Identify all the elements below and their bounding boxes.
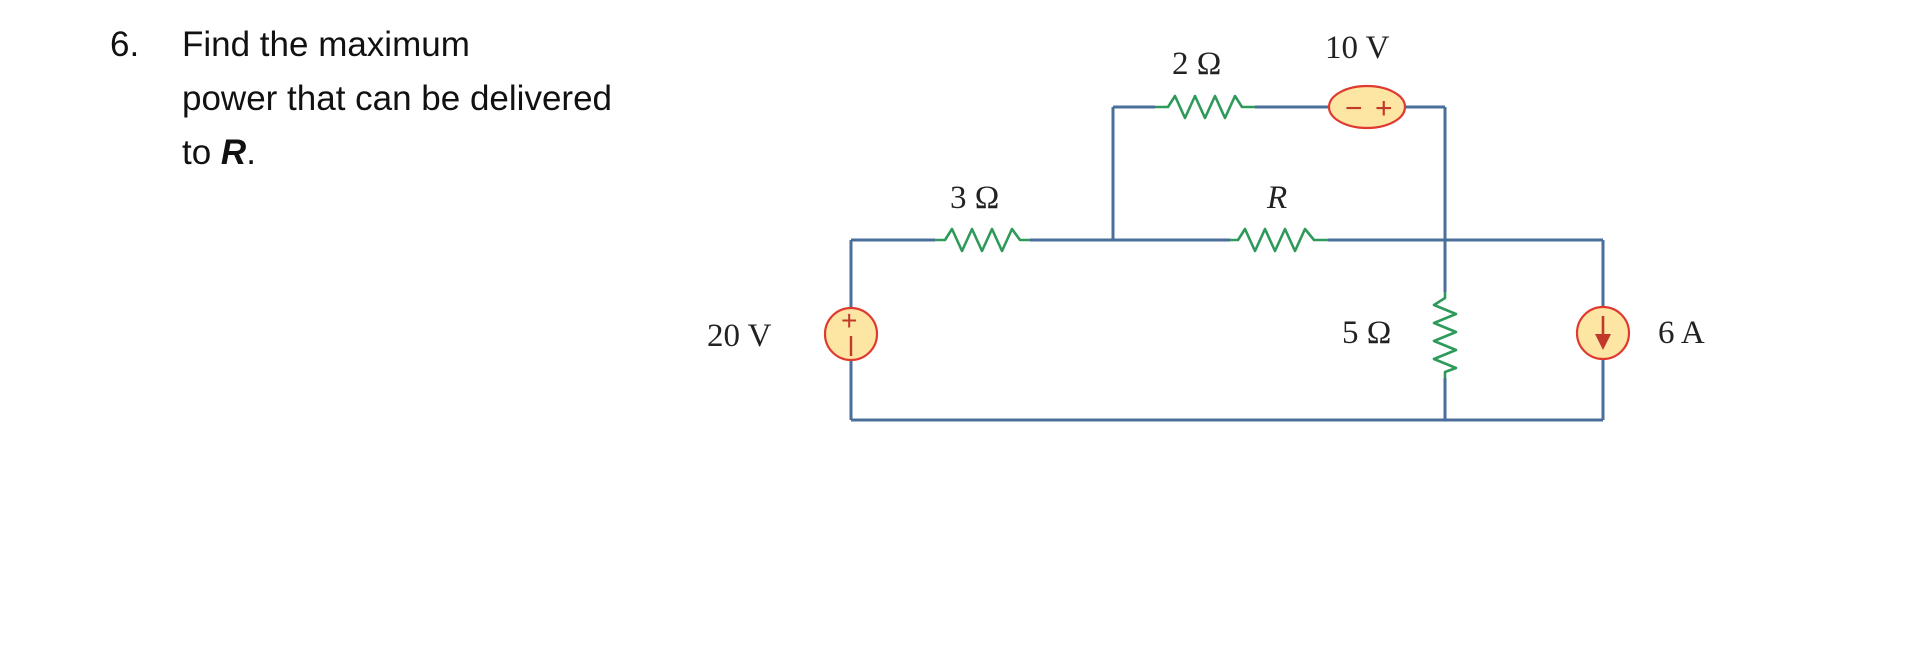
resistors bbox=[935, 94, 1458, 378]
source-10v-plus: + bbox=[1375, 92, 1393, 125]
label-10v: 10 V bbox=[1325, 30, 1390, 66]
label-20v: 20 V bbox=[707, 318, 772, 354]
source-10v-minus: − bbox=[1345, 92, 1363, 125]
circuit-wires bbox=[849, 105, 1605, 422]
source-20v-body bbox=[823, 306, 879, 362]
source-10v-body bbox=[1327, 84, 1407, 130]
label-5-ohm: 5 Ω bbox=[1342, 315, 1391, 351]
label-3-ohm: 3 Ω bbox=[950, 180, 999, 216]
label-2-ohm: 2 Ω bbox=[1172, 46, 1221, 82]
problem-line-2: power that can be delivered bbox=[182, 79, 612, 118]
problem-line-1: Find the maximum bbox=[182, 25, 470, 64]
resistor-r-symbol bbox=[1230, 227, 1328, 253]
source-20v-plus: + bbox=[841, 305, 857, 336]
problem-line-3-prefix: to bbox=[182, 133, 221, 172]
source-6a bbox=[1575, 305, 1631, 361]
resistor-2-ohm-symbol bbox=[1155, 94, 1255, 120]
problem-line-3: to R. bbox=[182, 126, 742, 180]
label-6a: 6 A bbox=[1658, 315, 1705, 351]
problem-text: Find the maximum power that can be deliv… bbox=[182, 18, 742, 180]
source-20v: + bbox=[823, 305, 879, 362]
resistor-3-ohm-symbol bbox=[935, 227, 1030, 253]
source-10v: − + bbox=[1327, 84, 1407, 130]
label-r: R bbox=[1266, 180, 1287, 216]
problem-variable-r: R bbox=[220, 133, 247, 172]
problem-line-3-suffix: . bbox=[246, 133, 256, 172]
source-6a-arrow-head bbox=[1595, 334, 1611, 350]
resistor-5-ohm-symbol bbox=[1432, 292, 1458, 378]
problem-number: 6. bbox=[110, 25, 140, 64]
